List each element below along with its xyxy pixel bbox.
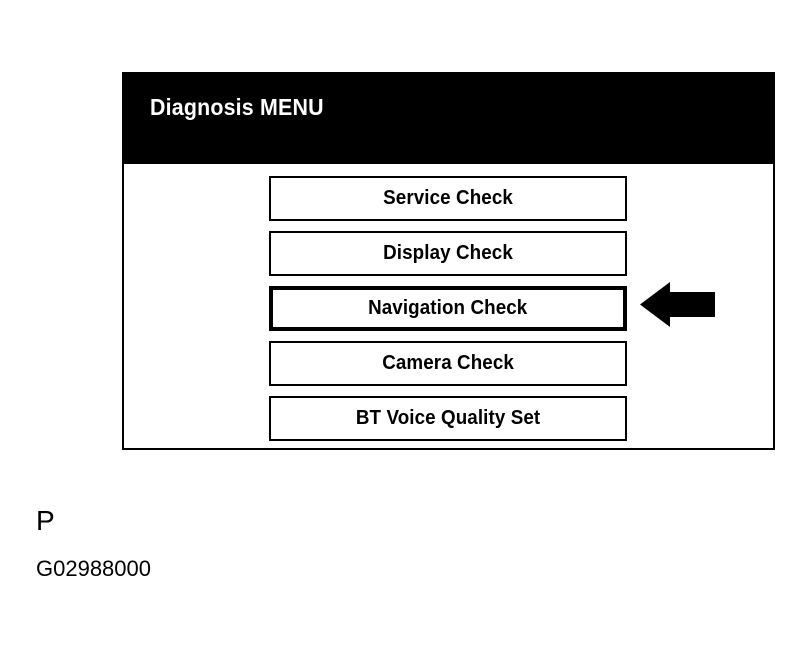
- diagnosis-menu-panel: Diagnosis MENU Service Check Display Che…: [122, 72, 775, 450]
- menu-item-label: BT Voice Quality Set: [355, 407, 541, 429]
- menu-item-label: Camera Check: [382, 352, 514, 374]
- menu-item-label: Service Check: [383, 187, 513, 209]
- figure-letter: P: [36, 505, 55, 536]
- panel-header: Diagnosis MENU: [124, 74, 773, 164]
- page-title: Diagnosis MENU: [150, 94, 324, 120]
- menu-item-service-check[interactable]: Service Check: [269, 176, 627, 221]
- menu-item-camera-check[interactable]: Camera Check: [269, 341, 627, 386]
- menu-item-bt-voice-quality-set[interactable]: BT Voice Quality Set: [269, 396, 627, 441]
- menu-item-display-check[interactable]: Display Check: [269, 231, 627, 276]
- figure-code: G02988000: [36, 556, 151, 581]
- menu-item-label: Navigation Check: [368, 297, 528, 319]
- menu-item-navigation-check[interactable]: Navigation Check: [269, 286, 627, 331]
- menu-list: Service Check Display Check Navigation C…: [124, 164, 773, 448]
- menu-item-label: Display Check: [383, 242, 513, 264]
- arrow-left-icon: [640, 281, 715, 328]
